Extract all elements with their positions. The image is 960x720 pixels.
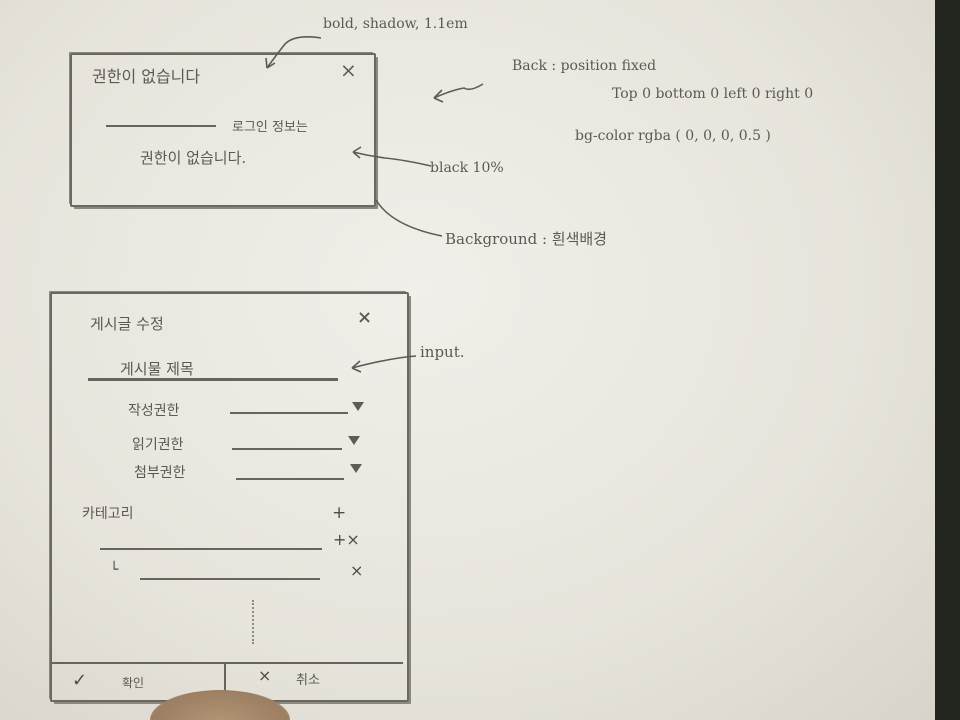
paper-sheet: 권한이 없습니다 × 로그인 정보는 권한이 없습니다. bold, shado… <box>0 0 935 720</box>
modal-style-note: bold, shadow, 1.1em <box>323 16 468 32</box>
footer-separator <box>224 662 226 698</box>
black-note: black 10% <box>430 160 504 176</box>
arrow-icon <box>352 146 432 167</box>
footer-divider <box>52 662 403 664</box>
alert-modal-title: 권한이 없습니다 <box>92 67 201 86</box>
plus-icon[interactable]: +× <box>333 530 360 549</box>
field-select-attach[interactable] <box>236 478 344 480</box>
table-edge <box>935 0 960 720</box>
backdrop-bg-color: bg-color rgba ( 0, 0, 0, 0.5 ) <box>575 128 771 144</box>
edit-modal-title: 게시글 수정 <box>90 315 164 333</box>
close-icon[interactable]: × <box>350 561 364 580</box>
edit-modal-close-button[interactable]: × <box>357 307 373 328</box>
alert-modal-message: 권한이 없습니다. <box>140 149 247 167</box>
arrow-icon <box>433 83 484 103</box>
field-label-attach: 첨부권한 <box>134 465 186 481</box>
title-input-underline <box>88 378 338 381</box>
field-select-read[interactable] <box>232 448 342 450</box>
field-select-write[interactable] <box>230 412 348 414</box>
cancel-button[interactable]: 취소 <box>296 673 320 688</box>
input-note: input. <box>420 343 465 361</box>
category-input-2[interactable] <box>140 578 320 580</box>
confirm-button[interactable]: 확인 <box>122 676 145 690</box>
sub-category-marker: └ <box>110 562 119 578</box>
backdrop-position: Top 0 bottom 0 left 0 right 0 <box>612 86 814 102</box>
alert-modal-close-button[interactable]: × <box>340 58 357 82</box>
alert-modal-divider <box>106 125 216 127</box>
category-input-1[interactable] <box>100 548 322 550</box>
dropdown-triangle-icon[interactable] <box>352 402 364 411</box>
dropdown-triangle-icon[interactable] <box>348 436 360 445</box>
title-input[interactable]: 게시물 제목 <box>120 360 194 378</box>
arrow-icon <box>265 36 322 69</box>
alert-modal <box>70 53 376 207</box>
field-label-read: 읽기권한 <box>132 437 184 453</box>
check-icon[interactable]: ✓ <box>72 670 88 691</box>
dropdown-triangle-icon[interactable] <box>350 464 362 473</box>
alert-modal-line-text: 로그인 정보는 <box>232 120 308 135</box>
arrow-icon <box>351 355 417 373</box>
background-note: Background : 흰색배경 <box>445 230 607 248</box>
close-icon[interactable]: × <box>258 666 272 685</box>
scroll-indicator <box>252 600 254 644</box>
category-label: 카테고리 <box>82 506 134 522</box>
background-pointer <box>375 199 443 237</box>
field-label-write: 작성권한 <box>128 403 180 419</box>
backdrop-label: Back : position fixed <box>512 58 657 74</box>
plus-icon[interactable]: + <box>332 503 347 523</box>
